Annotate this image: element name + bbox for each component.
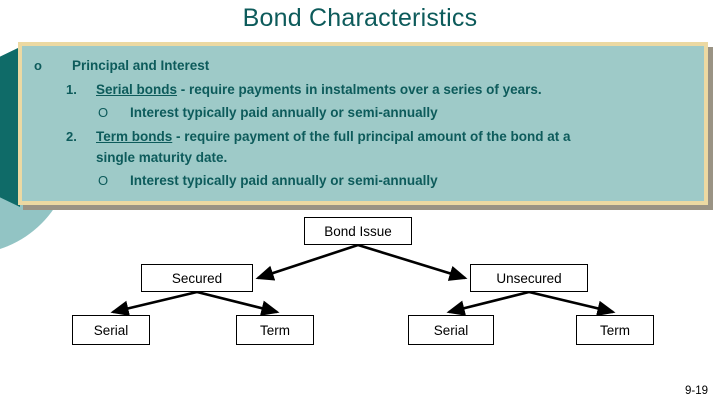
bullet-label: Principal and Interest xyxy=(72,58,210,73)
bullet-label: Serial bonds - require payments in insta… xyxy=(96,79,704,101)
bullet-label: Term bonds - require payment of the full… xyxy=(96,126,704,148)
diagram-node-unsecured[interactable]: Unsecured xyxy=(470,264,588,292)
diagram-node-secured-serial[interactable]: Serial xyxy=(72,315,150,345)
bond-classification-diagram: Bond Issue Secured Unsecured Serial Term… xyxy=(0,205,720,380)
bullet-item-term-bonds: 2. Term bonds - require payment of the f… xyxy=(22,126,704,148)
diagram-node-secured[interactable]: Secured xyxy=(141,264,253,292)
bullet-marker: o xyxy=(34,58,42,73)
content-panel: o Principal and Interest 1. Serial bonds… xyxy=(18,42,708,205)
bullet-item-serial-interest: O Interest typically paid annually or se… xyxy=(22,102,704,124)
bullet-marker: 1. xyxy=(66,82,77,97)
diagram-node-unsecured-term[interactable]: Term xyxy=(576,315,654,345)
bullet-label: Interest typically paid annually or semi… xyxy=(130,173,438,188)
bullet-marker: O xyxy=(98,173,109,188)
diagram-node-bond-issue[interactable]: Bond Issue xyxy=(304,217,412,245)
bullet-term-emphasis: Term bonds xyxy=(96,129,173,144)
bullet-marker: 2. xyxy=(66,129,77,144)
bullet-item-term-bonds-continued: single maturity date. xyxy=(96,150,228,165)
page-title: Bond Characteristics xyxy=(242,4,478,32)
diagram-connectors xyxy=(110,243,616,316)
bullet-item-term-interest: O Interest typically paid annually or se… xyxy=(22,170,704,192)
bullet-label: Interest typically paid annually or semi… xyxy=(130,105,438,120)
bullet-term-emphasis: Serial bonds xyxy=(96,82,178,97)
bullet-description: - require payments in instalments over a… xyxy=(177,82,542,97)
page-number: 9-19 xyxy=(684,385,708,397)
bullet-item-serial-bonds: 1. Serial bonds - require payments in in… xyxy=(22,79,704,101)
diagram-node-secured-term[interactable]: Term xyxy=(236,315,314,345)
bullet-description: - require payment of the full principal … xyxy=(172,129,571,144)
bullet-item-principal-and-interest: o Principal and Interest xyxy=(22,55,704,77)
decorative-vertical-bar xyxy=(0,47,20,207)
bullet-marker: O xyxy=(98,105,109,120)
diagram-node-unsecured-serial[interactable]: Serial xyxy=(408,315,494,345)
